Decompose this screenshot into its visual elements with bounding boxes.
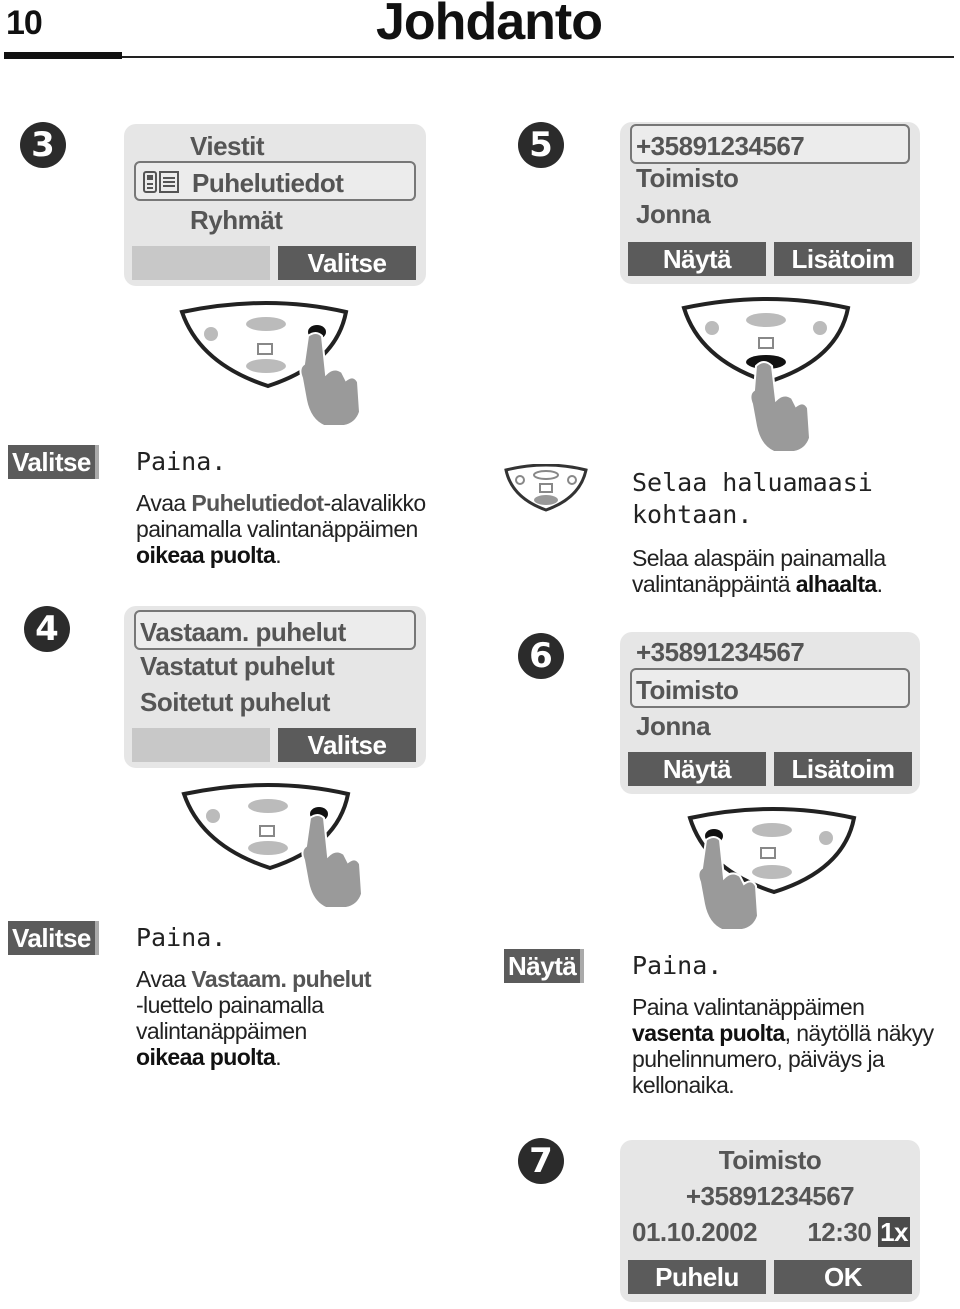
keypad-press-right-step-3 xyxy=(179,301,362,427)
valitse-key-label: Valitse xyxy=(8,445,99,479)
keypad-press-right-step-4 xyxy=(181,783,364,909)
page-number: 10 xyxy=(6,4,43,42)
left-softkey-empty xyxy=(132,728,270,762)
puhelu-softkey[interactable]: Puhelu xyxy=(628,1260,766,1294)
instruction-text-step-5: Selaa alaspäin painamalla valintanäppäin… xyxy=(632,545,886,597)
list-item-toimisto: Toimisto xyxy=(636,163,739,193)
instruction-text-step-6: Paina valintanäppäimen vasenta puolta, n… xyxy=(632,994,934,1098)
menu-item-vastaam-puhelut: Vastaam. puhelut xyxy=(134,610,416,650)
nayta-key-label: Näytä xyxy=(504,949,585,983)
header-rule xyxy=(120,56,954,58)
contact-number: +35891234567 xyxy=(685,1181,855,1211)
ok-softkey[interactable]: OK xyxy=(774,1260,912,1294)
left-softkey-empty xyxy=(132,246,270,280)
list-item-jonna: Jonna xyxy=(636,199,711,229)
call-count-badge: 1x xyxy=(878,1217,910,1247)
keypad-press-bottom-step-5 xyxy=(681,297,851,453)
call-date: 01.10.2002 xyxy=(632,1217,758,1247)
phone-screen-step-3: Viestit Puhelutiedot Ryhmät Valitse xyxy=(124,124,426,286)
call-date-time-row: 01.10.2002 12:30 1x xyxy=(630,1212,910,1252)
keypad-scroll-icon xyxy=(504,464,588,512)
phone-screen-step-6: +35891234567 Toimisto Jonna Näytä Lisäto… xyxy=(620,632,920,794)
nayta-softkey[interactable]: Näytä xyxy=(628,752,766,786)
lisatoim-softkey[interactable]: Lisätoim xyxy=(774,752,912,786)
phone-screen-step-7: Toimisto +35891234567 01.10.2002 12:30 1… xyxy=(620,1140,920,1302)
valitse-key-label: Valitse xyxy=(8,921,99,955)
step-7-marker: 7 xyxy=(518,1138,564,1184)
call-time-group: 12:30 1x xyxy=(807,1212,910,1252)
call-log-icon xyxy=(143,171,179,193)
menu-item-ryhmat: Ryhmät xyxy=(190,205,283,235)
page-title: Johdanto xyxy=(376,0,603,51)
lisatoim-softkey[interactable]: Lisätoim xyxy=(774,242,912,276)
phone-screen-step-5: +35891234567 Toimisto Jonna Näytä Lisäto… xyxy=(620,122,920,284)
contact-name: Toimisto xyxy=(718,1145,822,1175)
keypad-press-left-step-6 xyxy=(687,807,857,931)
instruction-text-step-4: Avaa Vastaam. puhelut -luettelo painamal… xyxy=(136,966,372,1070)
list-item-toimisto: Toimisto xyxy=(630,668,910,708)
instruction-lead: Paina. xyxy=(136,923,227,952)
nayta-softkey[interactable]: Näytä xyxy=(628,242,766,276)
list-item-jonna: Jonna xyxy=(636,711,711,741)
list-item-number: +35891234567 xyxy=(636,637,805,667)
instruction-text-step-3: Avaa Puhelutiedot-alavalikko painamalla … xyxy=(136,490,426,568)
instruction-lead: Paina. xyxy=(632,951,723,980)
step-5-marker: 5 xyxy=(518,122,564,168)
step-4-marker: 4 xyxy=(24,606,70,652)
valitse-softkey[interactable]: Valitse xyxy=(278,728,416,762)
instruction-lead: Paina. xyxy=(136,447,227,476)
step-6-marker: 6 xyxy=(518,633,564,679)
menu-item-soitetut-puhelut: Soitetut puhelut xyxy=(140,687,330,717)
call-time: 12:30 xyxy=(807,1217,872,1247)
header-rule-accent xyxy=(4,52,122,59)
list-item-number: +35891234567 xyxy=(630,124,910,164)
phone-screen-step-4: Vastaam. puhelut Vastatut puhelut Soitet… xyxy=(124,606,426,768)
step-3-marker: 3 xyxy=(20,122,66,168)
valitse-softkey[interactable]: Valitse xyxy=(278,246,416,280)
menu-item-vastatut-puhelut: Vastatut puhelut xyxy=(140,651,335,681)
menu-item-puhelutiedot: Puhelutiedot xyxy=(134,161,416,201)
menu-item-viestit: Viestit xyxy=(190,131,265,161)
